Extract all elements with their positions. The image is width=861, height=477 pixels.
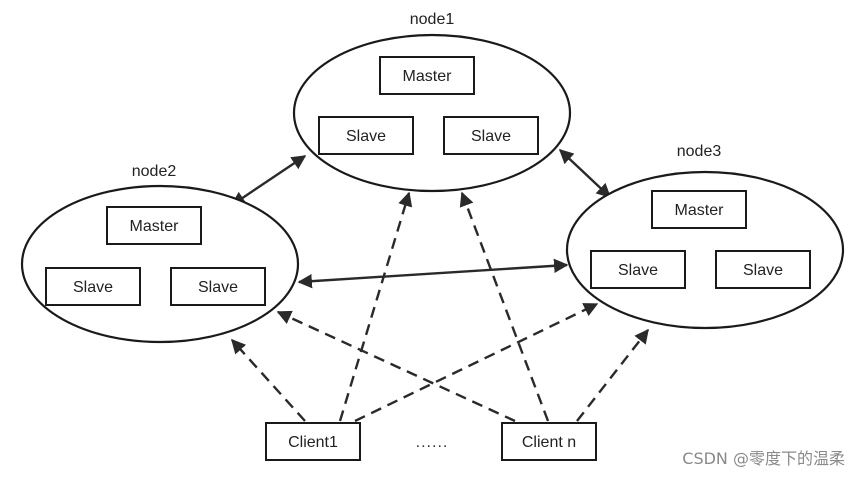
- node1-slave-box-1: [318, 116, 414, 155]
- node3-slave-box-1: [590, 250, 686, 289]
- node3: node3 Master Slave Slave: [565, 143, 845, 330]
- node1-slave-label-2: Slave: [471, 128, 511, 145]
- node1-slave-label-1: Slave: [346, 128, 386, 145]
- client1-to-node1-arrow: [338, 191, 413, 422]
- client1-to-node3-arrow: [354, 302, 599, 423]
- node2-node3-link: [297, 258, 569, 289]
- client-connections: [231, 191, 649, 423]
- clientn-to-node3-arrow: [576, 328, 649, 422]
- node3-master-label: Master: [675, 202, 725, 219]
- node3-label: node3: [677, 143, 722, 160]
- node2-slave-label-1: Slave: [73, 279, 113, 296]
- node3-slave-label-2: Slave: [743, 262, 783, 279]
- node1-node3-link: [558, 149, 612, 198]
- node1-label: node1: [410, 11, 455, 28]
- node2-slave-box-1: [45, 267, 141, 306]
- node3-master-box: [651, 190, 747, 229]
- node2-label: node2: [132, 163, 177, 180]
- clientn-to-node1-arrow: [459, 191, 550, 422]
- node2-master-label: Master: [130, 218, 180, 235]
- node2-slave-label-2: Slave: [198, 279, 238, 296]
- node-connections: [230, 149, 612, 289]
- clientn-box: [501, 422, 597, 461]
- node2: node2 Master Slave Slave: [20, 163, 300, 344]
- node1-master-label: Master: [403, 68, 453, 85]
- node1-node2-link: [230, 155, 307, 206]
- node1-slave-box-2: [443, 116, 539, 155]
- node1-master-box: [379, 56, 475, 95]
- node2-slave-box-2: [170, 267, 266, 306]
- clients-ellipsis: ......: [416, 434, 449, 451]
- clientn-label: Client n: [522, 434, 576, 451]
- node1: node1 Master Slave Slave: [292, 11, 572, 193]
- client1-box: [265, 422, 361, 461]
- clients: Client1 ...... Client n: [265, 422, 597, 461]
- node3-slave-box-2: [715, 250, 811, 289]
- clientn-to-node2-arrow: [276, 310, 516, 423]
- client1-label: Client1: [288, 434, 338, 451]
- client1-to-node2-arrow: [231, 338, 306, 422]
- node2-master-box: [106, 206, 202, 245]
- node3-slave-label-1: Slave: [618, 262, 658, 279]
- watermark: CSDN @零度下的温柔: [682, 449, 845, 468]
